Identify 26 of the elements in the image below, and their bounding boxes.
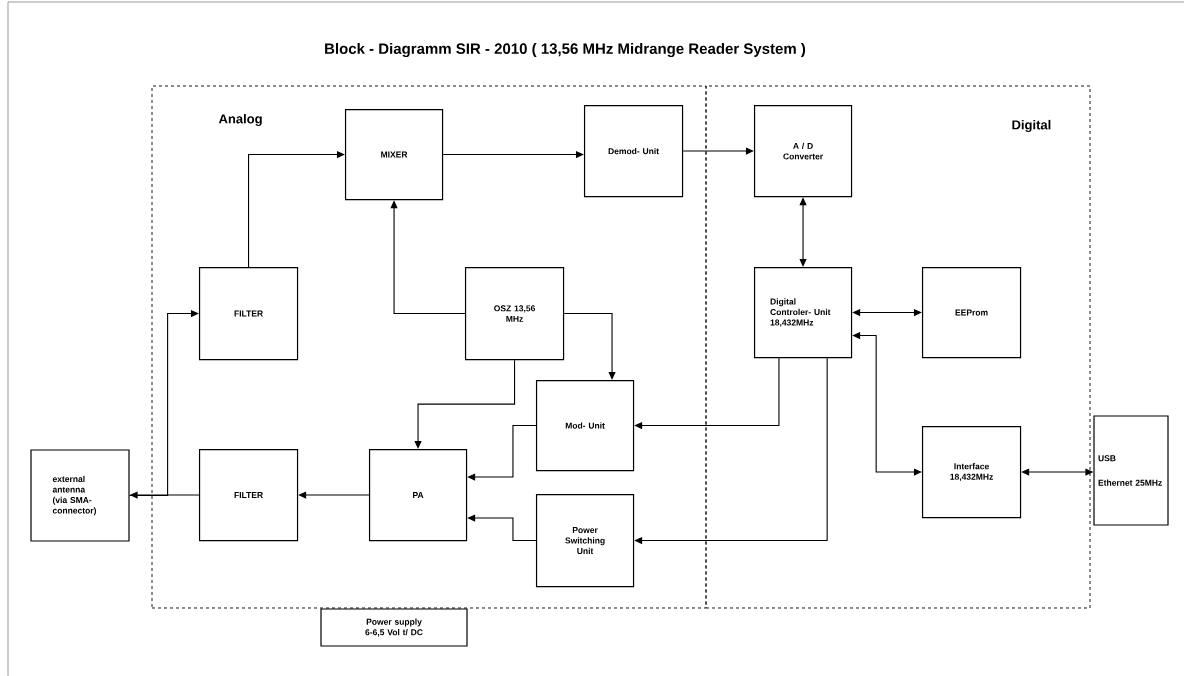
- arrow: [414, 359, 516, 449]
- arrow: [682, 147, 754, 155]
- block-box: PA: [368, 448, 468, 542]
- block-box: Mod- Unit: [535, 379, 635, 472]
- arrow: [248, 150, 345, 268]
- arrow: [129, 309, 199, 497]
- block-box: FILTER: [198, 448, 299, 542]
- arrow: [467, 514, 537, 542]
- block-box: external antenna (via SMA-connector): [30, 449, 130, 542]
- block-box: Digital Controler- Unit 18,432MHz: [753, 266, 853, 359]
- arrow: [390, 200, 466, 315]
- block-box: Power supply 6-6,5 Vol t/ DC: [320, 608, 468, 647]
- block-box: USB Ethernet 25MHz: [1093, 415, 1169, 526]
- block-box: Demod- Unit: [583, 104, 684, 198]
- block-box: OSZ 13,56 MHz: [464, 266, 565, 361]
- arrow: [467, 425, 537, 481]
- arrow: [799, 197, 807, 267]
- block-box: FILTER: [198, 266, 299, 361]
- arrow: [298, 491, 370, 499]
- block-box: MIXER: [344, 108, 444, 201]
- block-box: Power Switching Unit: [535, 493, 635, 588]
- block-box: A / D Converter: [753, 104, 853, 198]
- block-box: EEProm: [921, 266, 1022, 359]
- block-box: Interface 18,432MHz: [921, 425, 1022, 519]
- arrow: [563, 313, 616, 380]
- title: Block - Diagramm SIR - 2010 ( 13,56 MHz Midrange Reader System ): [325, 42, 806, 57]
